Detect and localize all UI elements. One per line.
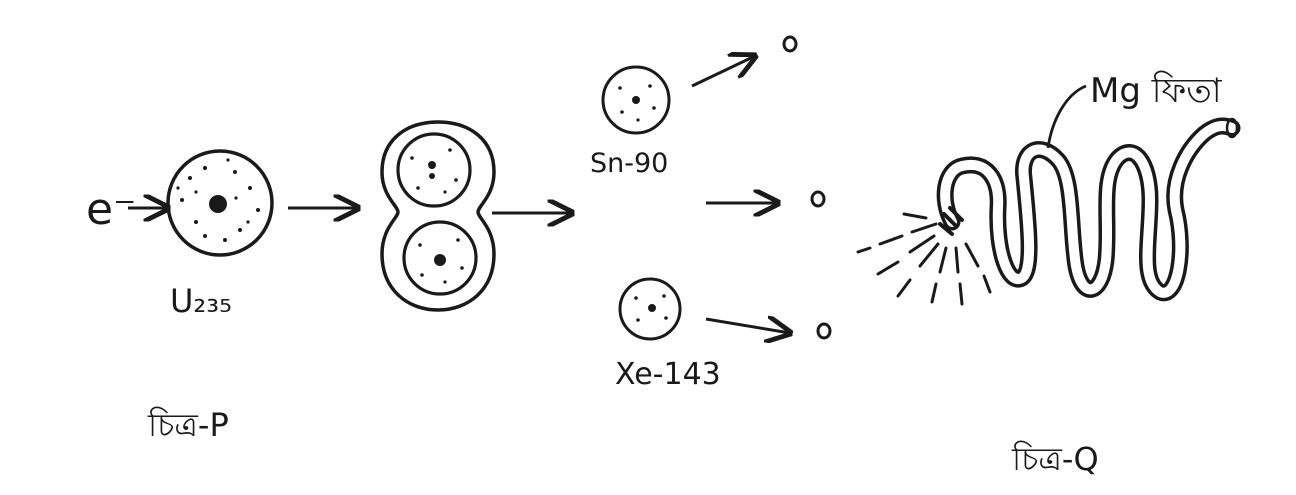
figure-q: Mg ফিতা চিত্র-Q	[856, 71, 1241, 478]
neutron-3	[816, 322, 832, 340]
nucleus-label: U₂₃₅	[170, 282, 232, 320]
product-fragment-xe	[618, 277, 682, 341]
neutron-1	[782, 35, 798, 53]
caption-p: চিত্র-P	[147, 406, 229, 444]
flame-sparks	[856, 206, 992, 306]
magnesium-ribbon-coil	[936, 117, 1241, 302]
product-fragment-sn	[601, 65, 671, 135]
ribbon-label: Mg ফিতা	[1090, 71, 1223, 111]
label-leader-line	[1046, 84, 1087, 149]
product-label-xe: Xe-143	[615, 357, 721, 392]
neutron-arrow-3	[705, 319, 790, 333]
product-label-sn: Sn-90	[590, 148, 668, 179]
figure-p: e⁻ U₂₃₅	[86, 35, 832, 444]
uranium-nucleus	[166, 149, 274, 257]
splitting-nucleus	[380, 120, 496, 312]
electron-label: e⁻	[86, 184, 136, 235]
neutron-arrow-1	[691, 56, 755, 88]
neutron-2	[810, 190, 826, 208]
caption-q: চিত্র-Q	[1011, 440, 1099, 478]
